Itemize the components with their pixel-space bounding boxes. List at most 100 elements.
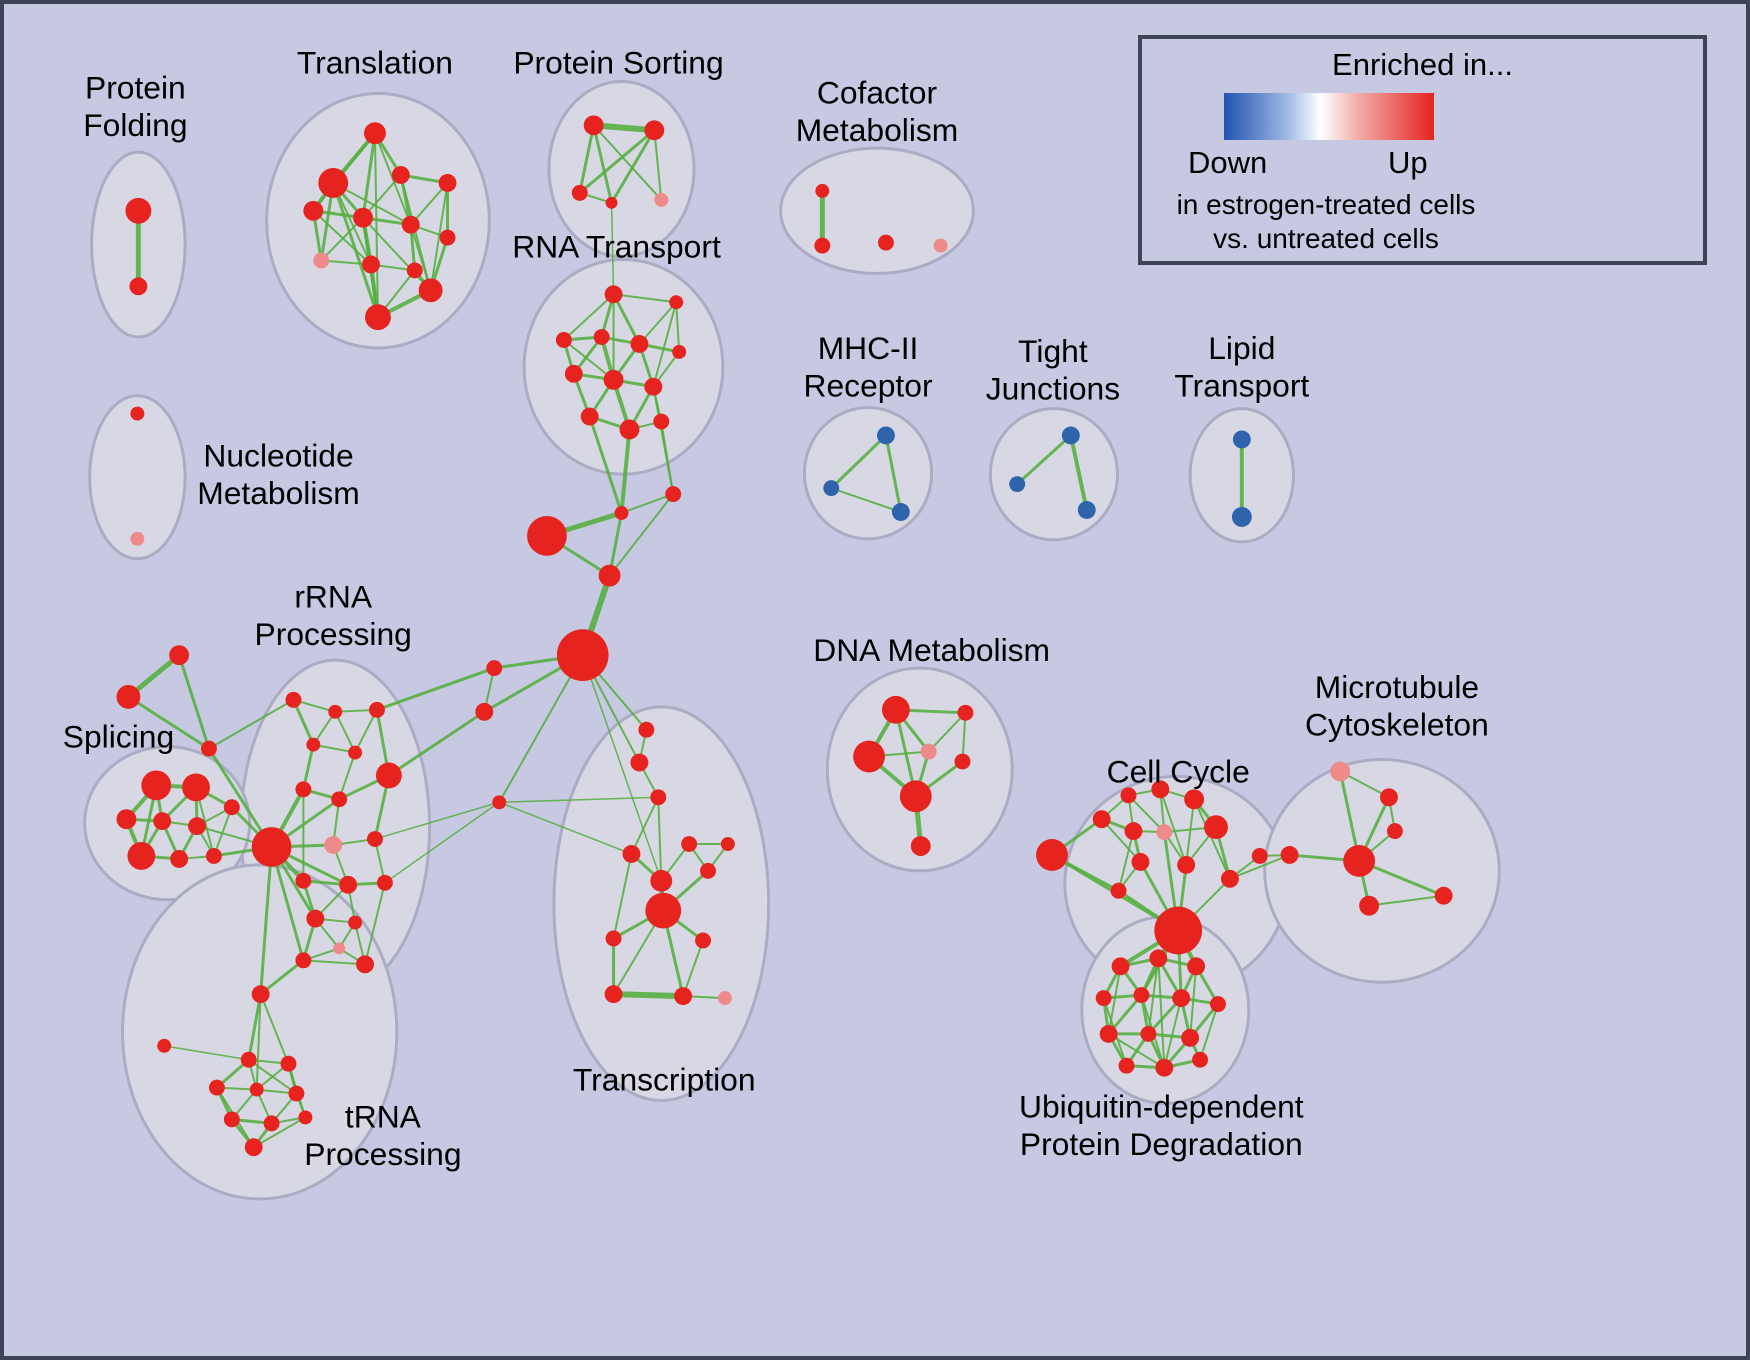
node-b6[interactable]	[1172, 989, 1191, 1008]
node-r9[interactable]	[644, 377, 663, 396]
node-q16[interactable]	[333, 942, 346, 955]
node-d1[interactable]	[881, 695, 910, 724]
node-u5[interactable]	[288, 1085, 305, 1102]
node-q13[interactable]	[376, 874, 393, 891]
node-k5[interactable]	[1184, 789, 1205, 810]
node-w3[interactable]	[1280, 846, 1299, 864]
node-q17[interactable]	[295, 952, 312, 969]
node-p5[interactable]	[188, 817, 206, 836]
node-t2[interactable]	[318, 168, 349, 198]
node-t6[interactable]	[353, 207, 373, 228]
node-v4[interactable]	[681, 836, 698, 852]
node-b5[interactable]	[1133, 987, 1150, 1004]
node-c1[interactable]	[815, 183, 830, 198]
node-x4[interactable]	[486, 660, 503, 677]
node-p1[interactable]	[141, 770, 172, 801]
node-s3[interactable]	[571, 184, 588, 201]
node-b11[interactable]	[1118, 1057, 1135, 1074]
node-v1[interactable]	[638, 721, 655, 738]
node-u6[interactable]	[223, 1111, 240, 1128]
node-u9[interactable]	[244, 1138, 263, 1157]
node-c3[interactable]	[877, 234, 894, 251]
node-d7[interactable]	[910, 836, 931, 856]
node-v5[interactable]	[622, 845, 641, 863]
node-q1[interactable]	[285, 691, 302, 708]
node-k13[interactable]	[1251, 848, 1268, 864]
node-u3[interactable]	[208, 1079, 225, 1096]
node-w1[interactable]	[1330, 761, 1351, 782]
node-b1[interactable]	[1111, 957, 1130, 976]
node-r2[interactable]	[669, 295, 684, 310]
node-n1[interactable]	[130, 406, 145, 421]
node-t4[interactable]	[438, 173, 457, 192]
node-w6[interactable]	[1434, 886, 1453, 905]
node-b13[interactable]	[1192, 1051, 1209, 1068]
node-r5[interactable]	[630, 335, 649, 353]
node-v13[interactable]	[717, 991, 732, 1006]
node-q10[interactable]	[367, 831, 383, 848]
node-j3[interactable]	[1077, 501, 1096, 519]
node-k7[interactable]	[1124, 822, 1143, 841]
node-kh[interactable]	[1154, 906, 1203, 955]
node-s2[interactable]	[644, 120, 665, 141]
node-w5[interactable]	[1386, 823, 1403, 840]
node-v9[interactable]	[605, 930, 622, 947]
node-r7[interactable]	[564, 364, 583, 383]
node-l1[interactable]	[1232, 430, 1251, 449]
node-r11[interactable]	[619, 419, 640, 440]
node-p8[interactable]	[170, 849, 189, 868]
node-t7[interactable]	[401, 215, 420, 234]
node-j1[interactable]	[1061, 426, 1080, 445]
node-v8[interactable]	[720, 837, 735, 851]
node-s4[interactable]	[605, 196, 618, 209]
node-p3[interactable]	[116, 809, 137, 830]
node-q18[interactable]	[356, 955, 374, 974]
node-u8[interactable]	[298, 1110, 313, 1125]
node-q5[interactable]	[348, 745, 363, 760]
node-x3[interactable]	[598, 564, 621, 587]
node-b9[interactable]	[1140, 1025, 1157, 1042]
node-q14[interactable]	[306, 909, 325, 928]
node-q4[interactable]	[306, 737, 321, 752]
node-b12[interactable]	[1155, 1058, 1174, 1077]
node-v12[interactable]	[674, 987, 693, 1006]
node-u7[interactable]	[263, 1115, 280, 1132]
node-b7[interactable]	[1210, 996, 1226, 1013]
node-l2[interactable]	[1231, 507, 1252, 527]
node-c2[interactable]	[814, 237, 831, 254]
node-q2[interactable]	[328, 704, 343, 719]
node-g2[interactable]	[116, 684, 141, 709]
node-r10[interactable]	[580, 407, 599, 426]
node-b2[interactable]	[1149, 949, 1168, 968]
node-j2[interactable]	[1009, 476, 1026, 493]
node-hub[interactable]	[556, 629, 609, 681]
node-d2[interactable]	[957, 704, 974, 721]
node-t5[interactable]	[303, 200, 324, 221]
node-k2[interactable]	[1092, 810, 1111, 829]
node-g3[interactable]	[200, 740, 217, 757]
node-r4[interactable]	[593, 329, 610, 345]
node-k4[interactable]	[1151, 780, 1170, 799]
node-vh[interactable]	[645, 892, 682, 929]
node-xb[interactable]	[527, 515, 567, 556]
node-v6[interactable]	[650, 869, 673, 892]
node-k10[interactable]	[1177, 855, 1196, 874]
node-x1[interactable]	[665, 486, 682, 503]
node-q3[interactable]	[368, 701, 385, 718]
node-t8[interactable]	[439, 229, 456, 246]
node-w4[interactable]	[1343, 845, 1376, 877]
node-t11[interactable]	[406, 262, 423, 279]
node-v2[interactable]	[630, 753, 649, 772]
node-k6[interactable]	[1204, 815, 1228, 840]
node-m2[interactable]	[823, 480, 840, 497]
node-p2[interactable]	[182, 773, 210, 802]
node-r12[interactable]	[653, 413, 670, 430]
node-t9[interactable]	[313, 252, 330, 269]
node-t13[interactable]	[365, 304, 391, 331]
node-k1[interactable]	[1036, 839, 1068, 871]
node-b8[interactable]	[1099, 1024, 1118, 1043]
node-v7[interactable]	[700, 862, 716, 879]
node-p4[interactable]	[153, 812, 172, 831]
node-u4[interactable]	[249, 1082, 264, 1097]
node-d6[interactable]	[899, 780, 932, 813]
